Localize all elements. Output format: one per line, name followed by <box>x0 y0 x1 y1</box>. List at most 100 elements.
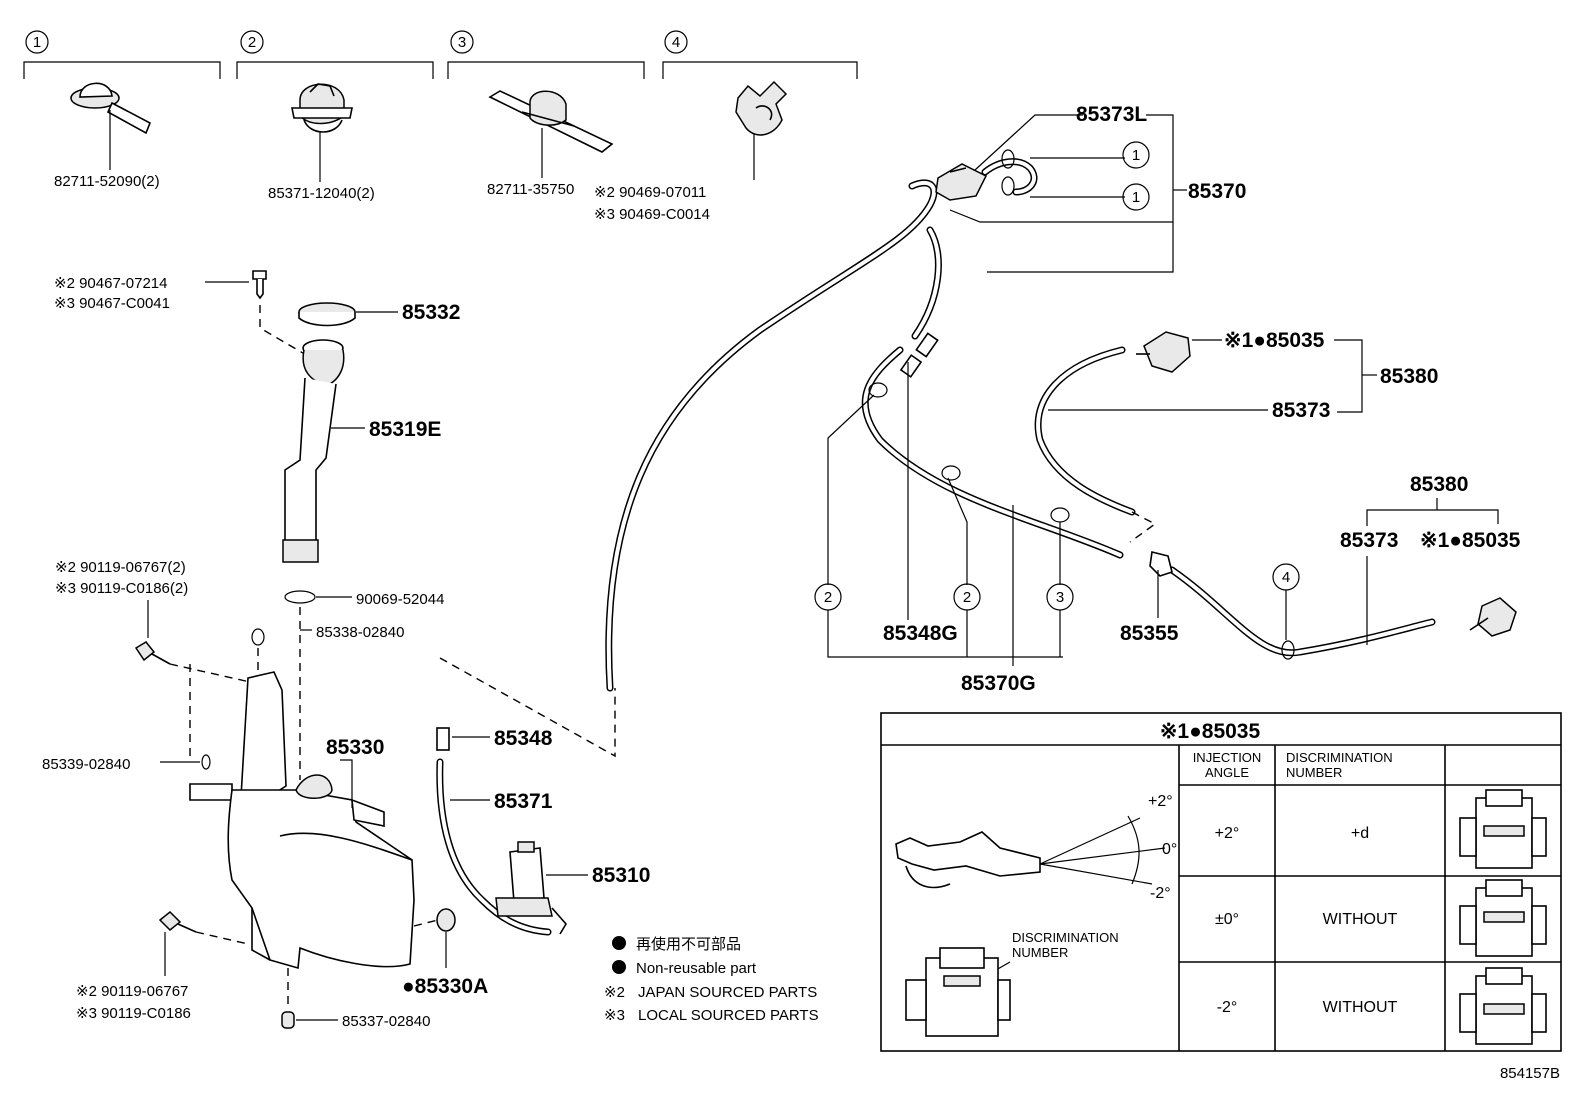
part-number-label[interactable]: 85319E <box>369 418 441 441</box>
part-number-label[interactable]: ※1●85035 <box>1224 329 1325 352</box>
part-number-label[interactable]: ※3 90119-C0186 <box>76 1005 191 1022</box>
part-number-label[interactable]: 85337-02840 <box>342 1013 430 1030</box>
hose-callout: 3 <box>1056 589 1064 606</box>
nozzle-connector-icon <box>1459 879 1547 957</box>
clip-group-index: 1 <box>33 34 41 51</box>
part-number-label[interactable]: ※2 90469-07011 <box>594 184 706 201</box>
part-number-label[interactable]: 85338-02840 <box>316 624 404 641</box>
grommet-icon <box>201 754 211 770</box>
hose-callout: 4 <box>1282 569 1290 586</box>
part-number-label[interactable]: ●85330A <box>402 975 488 998</box>
legend-marker: ※2 <box>604 984 625 1001</box>
hose-clamps <box>868 149 1295 660</box>
row-number: +d <box>1351 825 1369 842</box>
part-number-label[interactable]: 85373 <box>1340 529 1398 552</box>
legend-text: LOCAL SOURCED PARTS <box>638 1007 819 1024</box>
header-injection-angle: ANGLE <box>1205 765 1249 780</box>
reservoir-tank-85330-icon <box>189 671 415 970</box>
part-number-label[interactable]: 82711-35750 <box>487 181 574 198</box>
row-angle: +2° <box>1215 825 1240 842</box>
part-number-label[interactable]: 85310 <box>592 864 650 887</box>
injection-angle-diagram: +2° 0° -2° <box>895 793 1177 902</box>
discrimination-label: DISCRIMINATION <box>1012 930 1119 945</box>
washer-pump-85310-icon <box>495 841 567 935</box>
legend-text: 再使用不可部品 <box>636 936 741 953</box>
part-number-label[interactable]: ※3 90467-C0041 <box>54 295 170 312</box>
grommet-icon <box>281 1011 295 1029</box>
angle-label: 0° <box>1162 841 1177 858</box>
hose-callout: 1 <box>1132 189 1140 206</box>
clamp-icon <box>291 83 353 133</box>
nozzle-85373L-icon <box>935 163 988 201</box>
clip-plate-icon <box>488 90 614 153</box>
hose-callout: 1 <box>1132 147 1140 164</box>
part-number-label[interactable]: 85339-02840 <box>42 756 130 773</box>
nozzle-connector-icon <box>905 947 1011 1037</box>
part-number-label[interactable]: ※2 90119-06767(2) <box>55 559 186 576</box>
part-number-label[interactable]: 85380 <box>1380 365 1438 388</box>
part-number-label[interactable]: ※2 90119-06767 <box>76 983 188 1000</box>
part-number-label[interactable]: 85370 <box>1188 180 1246 203</box>
part-number-label[interactable]: 90069-52044 <box>356 591 444 608</box>
part-number-label[interactable]: 85373L <box>1076 103 1147 126</box>
nozzle-connector-icon <box>1459 967 1547 1045</box>
angle-label: +2° <box>1148 793 1173 810</box>
part-number-label[interactable]: ※3 90469-C0014 <box>594 206 710 223</box>
clip-group-index: 4 <box>672 34 680 51</box>
part-number-label[interactable]: 85348G <box>883 622 958 645</box>
row-number: WITHOUT <box>1323 999 1398 1016</box>
discrimination-label: NUMBER <box>1012 945 1068 960</box>
clip-group-2: 2 85371-12040(2) <box>236 30 434 202</box>
hose-joints <box>436 332 1173 751</box>
part-number-label[interactable]: 85355 <box>1120 622 1179 645</box>
part-number-label[interactable]: 85371-12040(2) <box>268 185 375 202</box>
header-discrimination-number: DISCRIMINATION <box>1286 750 1393 765</box>
nozzle-connector-icon <box>1459 789 1547 869</box>
part-number-label[interactable]: 85380 <box>1410 473 1468 496</box>
clip-group-3: 3 82711-35750 <box>447 30 645 198</box>
clip-group-1: 1 82711-52090(2) <box>23 30 221 190</box>
screw-90467-icon <box>252 270 267 300</box>
hose-callout: 2 <box>824 589 832 606</box>
part-number-label[interactable]: 85348 <box>494 727 553 750</box>
part-number-label[interactable]: ※3 90119-C0186(2) <box>55 580 188 597</box>
part-number-label[interactable]: 85332 <box>402 301 460 324</box>
part-number-label[interactable]: ※2 90467-07214 <box>54 275 168 292</box>
hose-clip-icon <box>735 80 788 136</box>
washer-hoses <box>436 158 1436 936</box>
part-number-label[interactable]: 85373 <box>1272 399 1330 422</box>
nozzle-table: ※1●85035 INJECTION ANGLE DISCRIMINATION … <box>880 712 1562 1052</box>
row-number: WITHOUT <box>1323 911 1398 928</box>
row-angle: ±0° <box>1215 911 1239 928</box>
row-angle: -2° <box>1217 999 1238 1016</box>
bolt-90119-icon <box>134 641 171 665</box>
cap-85332-icon <box>298 302 356 327</box>
clip-group-index: 3 <box>458 34 466 51</box>
part-number-label[interactable]: 85370G <box>961 672 1036 695</box>
part-number-label[interactable]: 85371 <box>494 790 553 813</box>
clip-group-index: 2 <box>248 34 256 51</box>
grommet-icon <box>251 628 265 646</box>
nozzle-85035-icon <box>1136 331 1191 373</box>
part-number-label[interactable]: 85330 <box>326 736 384 759</box>
legend-text: Non-reusable part <box>636 960 757 977</box>
part-number-label[interactable]: 82711-52090(2) <box>54 173 160 190</box>
bolt-90119-icon <box>158 910 197 933</box>
legend: 再使用不可部品 Non-reusable part ※2 JAPAN SOURC… <box>604 936 819 1024</box>
legend-text: JAPAN SOURCED PARTS <box>638 984 817 1001</box>
table-title: ※1●85035 <box>1160 720 1261 743</box>
o-ring-icon <box>284 590 316 604</box>
header-injection-angle: INJECTION <box>1193 750 1262 765</box>
filler-neck-85319E-icon <box>282 339 345 563</box>
part-number-label[interactable]: ※1●85035 <box>1420 529 1521 552</box>
nozzle-85035-icon <box>1469 597 1517 637</box>
legend-marker: ※3 <box>604 1007 625 1024</box>
clip-group-4: 4 ※2 90469-07011 ※3 90469-C0014 <box>594 30 858 223</box>
angle-label: -2° <box>1150 885 1171 902</box>
diagram-code: 854157B <box>1500 1065 1560 1082</box>
header-discrimination-number: NUMBER <box>1286 765 1342 780</box>
hose-callout: 2 <box>963 589 971 606</box>
clip-icon <box>70 82 152 135</box>
